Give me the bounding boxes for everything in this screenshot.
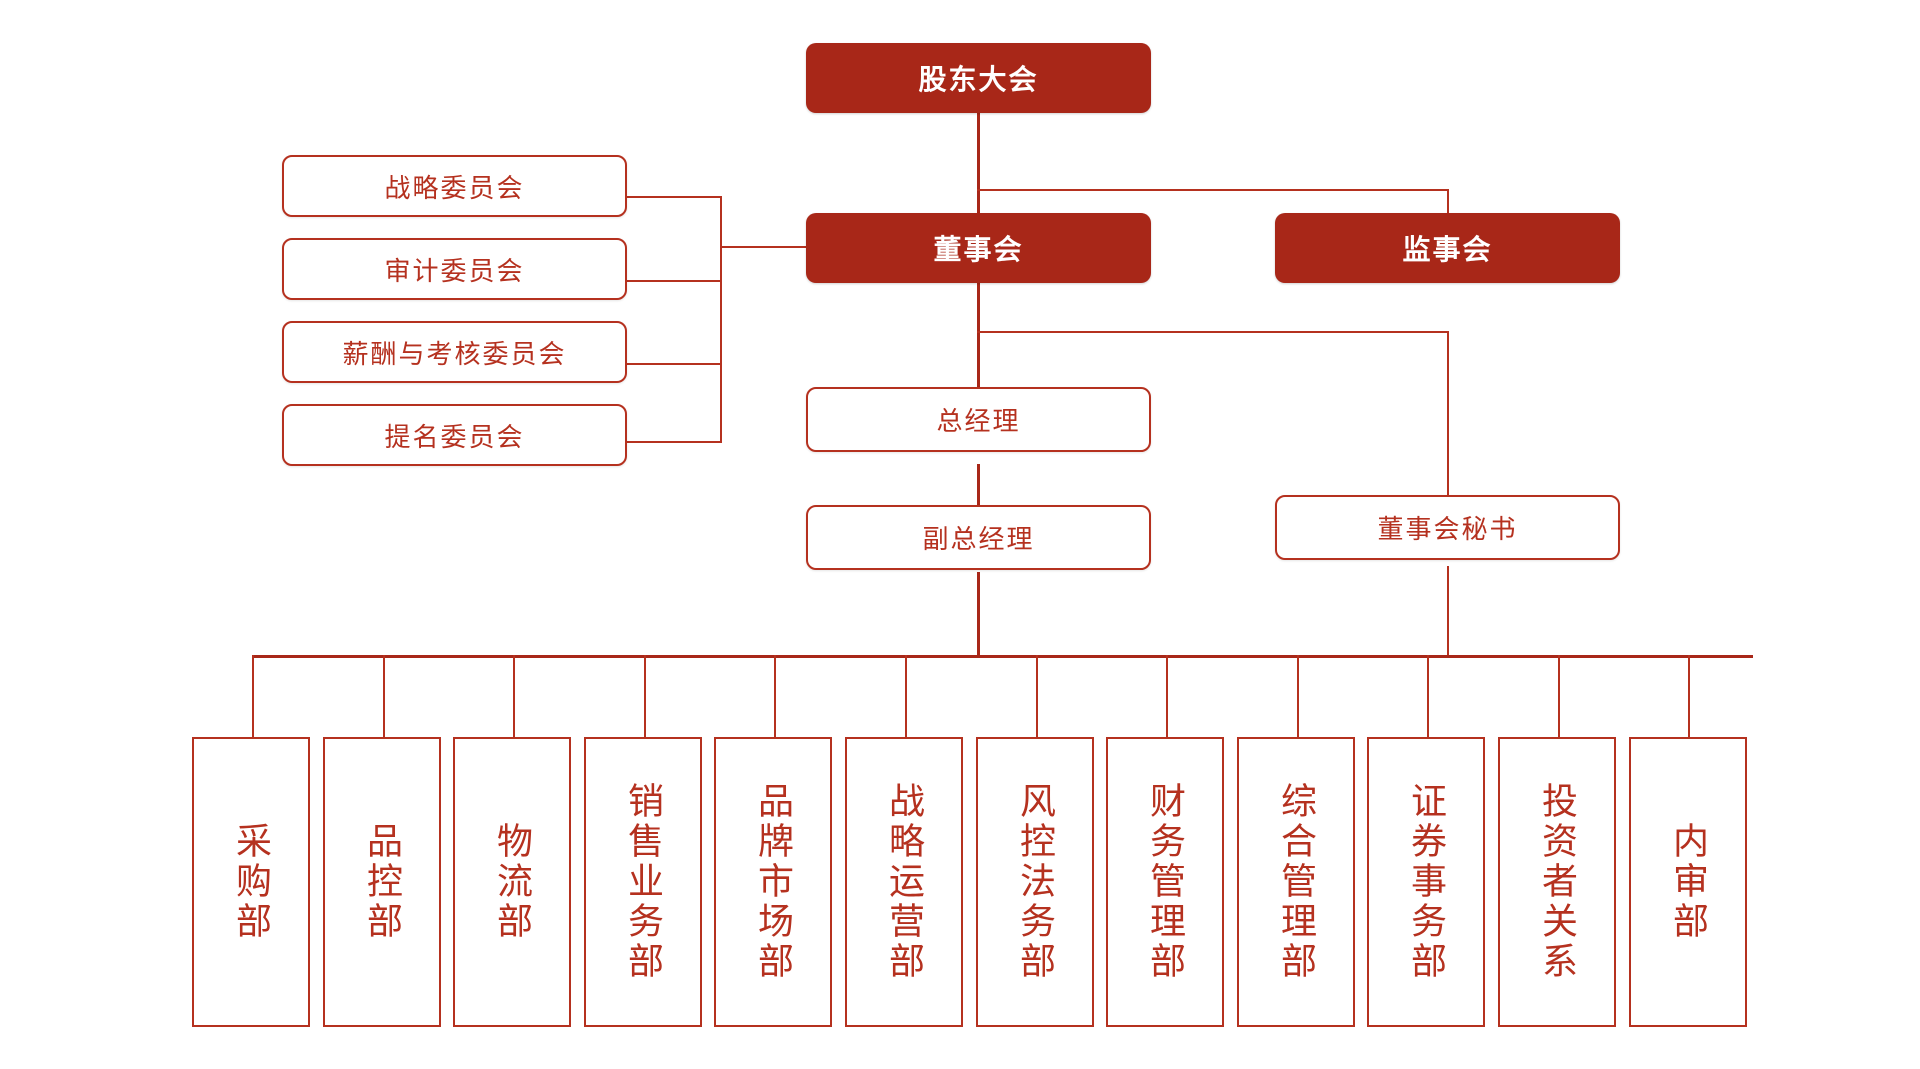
connector-secretary-stem: [1447, 331, 1449, 497]
connector-dept-drop-12: [1688, 655, 1690, 737]
node-shareholders-meeting-label: 股东大会: [918, 64, 1039, 95]
node-department-risk-legal-label: 风控法务部: [1015, 782, 1056, 982]
node-board-of-directors[interactable]: 董事会: [806, 213, 1151, 283]
node-department-general-admin[interactable]: 综合管理部: [1237, 737, 1355, 1027]
node-department-brand-marketing[interactable]: 品牌市场部: [714, 737, 832, 1027]
node-department-investor-relations[interactable]: 投资者关系: [1498, 737, 1616, 1027]
connector-department-bus: [252, 655, 1753, 658]
connector-deputy-to-bus: [977, 572, 980, 657]
node-department-finance-label: 财务管理部: [1145, 782, 1186, 982]
node-general-manager[interactable]: 总经理: [806, 387, 1151, 452]
connector-dept-drop-2: [383, 655, 385, 737]
node-board-of-supervisors[interactable]: 监事会: [1275, 213, 1620, 283]
node-compensation-committee-label: 薪酬与考核委员会: [342, 338, 567, 369]
connector-dept-drop-10: [1427, 655, 1429, 737]
node-general-manager-label: 总经理: [936, 406, 1021, 436]
connector-dept-drop-4: [644, 655, 646, 737]
node-deputy-general-manager[interactable]: 副总经理: [806, 505, 1151, 570]
node-department-brand-marketing-label: 品牌市场部: [753, 782, 794, 982]
node-department-securities-affairs[interactable]: 证券事务部: [1367, 737, 1485, 1027]
connector-shareholders-to-supervisors-horizontal: [977, 189, 1448, 191]
connector-committee-4-stub: [625, 441, 722, 443]
node-department-strategic-operations[interactable]: 战略运营部: [845, 737, 963, 1027]
connector-dept-drop-3: [513, 655, 515, 737]
node-deputy-general-manager-label: 副总经理: [922, 524, 1035, 554]
node-audit-committee[interactable]: 审计委员会: [282, 238, 627, 300]
connector-committee-bus-to-board: [720, 246, 808, 248]
node-department-sales-label: 销售业务部: [623, 782, 664, 982]
node-audit-committee-label: 审计委员会: [384, 255, 525, 286]
connector-dept-drop-7: [1036, 655, 1038, 737]
node-department-procurement[interactable]: 采购部: [192, 737, 310, 1027]
connector-supervisors-stem: [1447, 189, 1449, 215]
node-department-quality-control-label: 品控部: [362, 822, 403, 942]
node-board-of-supervisors-label: 监事会: [1402, 234, 1493, 265]
node-strategy-committee-label: 战略委员会: [384, 172, 525, 203]
connector-dept-drop-9: [1297, 655, 1299, 737]
node-department-investor-relations-label: 投资者关系: [1537, 782, 1578, 982]
connector-dept-drop-11: [1558, 655, 1560, 737]
node-department-internal-audit[interactable]: 内审部: [1629, 737, 1747, 1027]
connector-committee-bus: [720, 196, 722, 441]
connector-dept-drop-8: [1166, 655, 1168, 737]
node-department-procurement-label: 采购部: [231, 822, 272, 942]
connector-dept-drop-1: [252, 655, 254, 737]
node-department-sales[interactable]: 销售业务部: [584, 737, 702, 1027]
connector-secretary-to-bus: [1447, 566, 1449, 657]
node-board-secretary-label: 董事会秘书: [1377, 514, 1518, 544]
connector-dept-drop-5: [774, 655, 776, 737]
node-department-logistics-label: 物流部: [492, 822, 533, 942]
connector-committee-3-stub: [625, 363, 722, 365]
node-department-strategic-operations-label: 战略运营部: [884, 782, 925, 982]
connector-gm-to-deputy: [977, 464, 980, 508]
node-department-internal-audit-label: 内审部: [1668, 822, 1709, 942]
node-department-securities-affairs-label: 证券事务部: [1406, 782, 1447, 982]
node-department-risk-legal[interactable]: 风控法务部: [976, 737, 1094, 1027]
connector-shareholders-stem: [977, 112, 980, 215]
node-board-of-directors-label: 董事会: [933, 234, 1024, 265]
connector-dept-drop-6: [905, 655, 907, 737]
node-nomination-committee[interactable]: 提名委员会: [282, 404, 627, 466]
node-nomination-committee-label: 提名委员会: [384, 421, 525, 452]
node-department-logistics[interactable]: 物流部: [453, 737, 571, 1027]
node-strategy-committee[interactable]: 战略委员会: [282, 155, 627, 217]
connector-committee-1-stub: [625, 196, 722, 198]
connector-committee-2-stub: [625, 280, 722, 282]
connector-board-stem: [977, 278, 980, 388]
node-board-secretary[interactable]: 董事会秘书: [1275, 495, 1620, 560]
node-department-quality-control[interactable]: 品控部: [323, 737, 441, 1027]
node-department-finance[interactable]: 财务管理部: [1106, 737, 1224, 1027]
connector-board-to-secretary-horizontal: [977, 331, 1448, 333]
node-shareholders-meeting[interactable]: 股东大会: [806, 43, 1151, 113]
node-department-general-admin-label: 综合管理部: [1276, 782, 1317, 982]
node-compensation-committee[interactable]: 薪酬与考核委员会: [282, 321, 627, 383]
